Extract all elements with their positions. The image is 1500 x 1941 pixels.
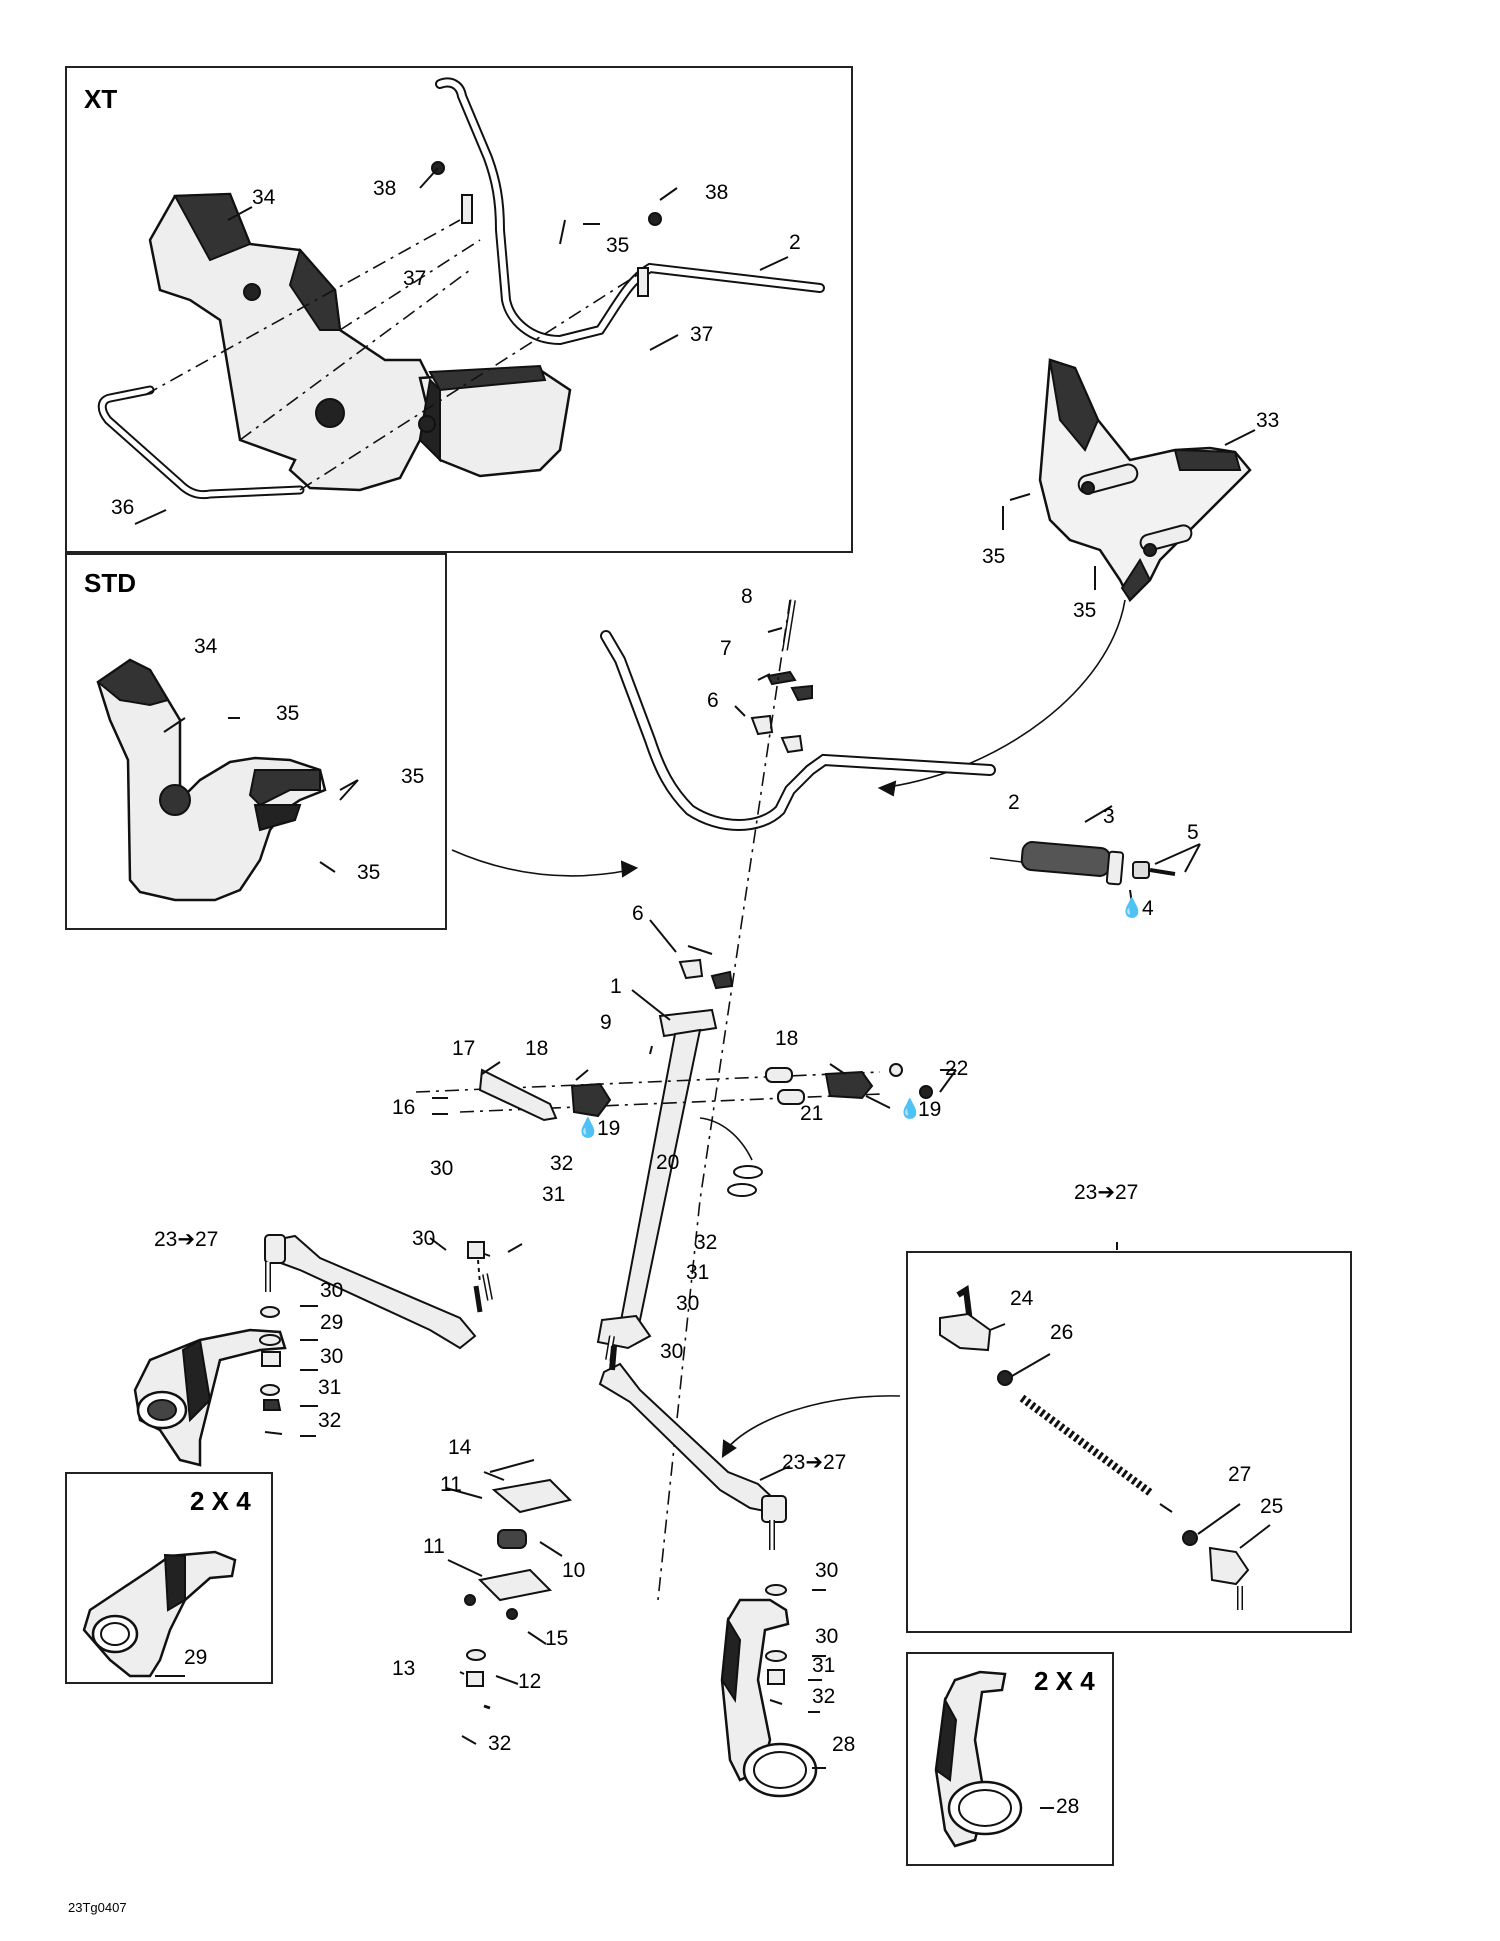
label-24: 24 xyxy=(1010,1287,1034,1310)
label-11: 11 xyxy=(423,1535,445,1558)
label-28: 28 xyxy=(1056,1795,1080,1818)
label-33: 33 xyxy=(1256,409,1280,432)
knuckle-left-title: 2 X 4 xyxy=(190,1486,251,1516)
label-29: 29 xyxy=(184,1646,208,1669)
label-32: 32 xyxy=(318,1409,342,1432)
label-3: 3 xyxy=(1103,805,1115,828)
label-14: 14 xyxy=(448,1436,472,1459)
label-11: 11 xyxy=(440,1473,462,1496)
label-28: 28 xyxy=(832,1733,856,1756)
label-34: 34 xyxy=(252,186,276,209)
label-35: 35 xyxy=(982,545,1006,568)
label-35: 35 xyxy=(401,765,425,788)
label-34: 34 xyxy=(194,635,218,658)
tie-rod-detail-title: 23➔27 xyxy=(1074,1181,1139,1204)
drawing-code: 23Tg0407 xyxy=(68,1900,127,1915)
label-15: 15 xyxy=(545,1627,569,1650)
label-23-27: 23➔27 xyxy=(782,1451,847,1474)
label-27: 27 xyxy=(1228,1463,1252,1486)
label-38: 38 xyxy=(705,181,729,204)
label-35: 35 xyxy=(357,861,381,884)
label-32: 32 xyxy=(488,1732,512,1755)
label-30: 30 xyxy=(320,1345,344,1368)
label-21: 21 xyxy=(800,1102,824,1125)
label-35: 35 xyxy=(606,234,630,257)
label-37: 37 xyxy=(690,323,714,346)
label-2: 2 xyxy=(789,231,801,254)
label-5: 5 xyxy=(1187,821,1199,844)
label-9: 9 xyxy=(600,1011,612,1034)
std-title: STD xyxy=(84,568,136,598)
xt-title: XT xyxy=(84,84,118,114)
label-12: 12 xyxy=(518,1670,542,1693)
label-13: 13 xyxy=(392,1657,416,1680)
label-29: 29 xyxy=(320,1311,344,1334)
label-26: 26 xyxy=(1050,1321,1074,1344)
drop-icon: 💧 xyxy=(576,1118,600,1139)
label-10: 10 xyxy=(562,1559,586,1582)
label-18: 18 xyxy=(775,1027,799,1050)
label-31: 31 xyxy=(812,1654,836,1677)
label-37: 37 xyxy=(403,267,427,290)
xt-box xyxy=(65,66,853,553)
label-30: 30 xyxy=(815,1559,839,1582)
label-23-27: 23➔27 xyxy=(154,1228,219,1251)
std-box xyxy=(65,553,447,930)
drop-icon: 💧 xyxy=(1120,898,1144,919)
label-30: 30 xyxy=(660,1340,684,1363)
drop-icon: 💧 xyxy=(898,1099,922,1120)
label-31: 31 xyxy=(542,1183,566,1206)
knuckle-right-title: 2 X 4 xyxy=(1034,1666,1095,1696)
label-6: 6 xyxy=(632,902,644,925)
label-35: 35 xyxy=(1073,599,1097,622)
label-20: 20 xyxy=(656,1151,680,1174)
label-30: 30 xyxy=(676,1292,700,1315)
label-30: 30 xyxy=(412,1227,436,1250)
tie-rod-detail-box xyxy=(906,1251,1352,1633)
label-8: 8 xyxy=(741,585,753,608)
label-30: 30 xyxy=(320,1279,344,1302)
label-6: 6 xyxy=(707,689,719,712)
label-31: 31 xyxy=(686,1261,710,1284)
label-25: 25 xyxy=(1260,1495,1284,1518)
label-17: 17 xyxy=(452,1037,476,1060)
label-35: 35 xyxy=(276,702,300,725)
label-32: 32 xyxy=(812,1685,836,1708)
label-2: 2 xyxy=(1008,791,1020,814)
label-32: 32 xyxy=(550,1152,574,1175)
label-1: 1 xyxy=(610,975,622,998)
label-19: 19 xyxy=(918,1098,942,1121)
knuckle-box-right xyxy=(906,1652,1114,1866)
label-4: 4 xyxy=(1142,897,1154,920)
label-30: 30 xyxy=(815,1625,839,1648)
label-19: 19 xyxy=(597,1117,621,1140)
label-36: 36 xyxy=(111,496,135,519)
label-22: 22 xyxy=(945,1057,969,1080)
label-16: 16 xyxy=(392,1096,416,1119)
label-30: 30 xyxy=(430,1157,454,1180)
label-31: 31 xyxy=(318,1376,342,1399)
label-7: 7 xyxy=(720,637,732,660)
label-38: 38 xyxy=(373,177,397,200)
label-32: 32 xyxy=(694,1231,718,1254)
label-18: 18 xyxy=(525,1037,549,1060)
knuckle-box-left xyxy=(65,1472,273,1684)
